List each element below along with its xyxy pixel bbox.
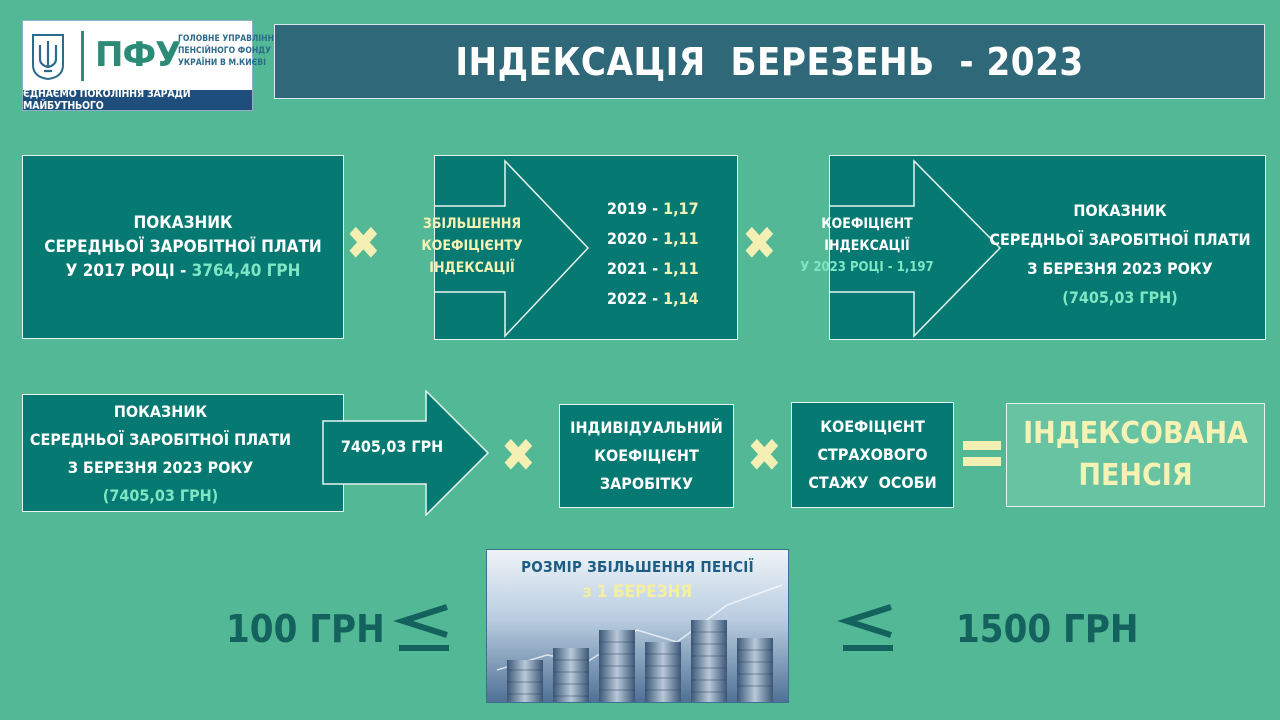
logo-name-line: ГОЛОВНЕ УПРАВЛІННЯ [178,34,280,44]
banner-subtitle: з 1 БЕРЕЗНЯ [582,582,693,602]
logo-name-line: УКРАЇНИ В М.КИЄВІ [178,58,266,68]
salary-amount: 3764,40 ГРН [191,261,301,281]
list-item: 2020 - 1,11 [607,224,699,254]
coeff-value: 1,11 [663,229,699,248]
box-line: СЕРЕДНЬОЇ ЗАРОБІТНОЇ ПЛАТИ [989,230,1251,249]
box-line: ЗАРОБІТКУ [599,474,694,493]
box-line: СТРАХОВОГО [817,445,928,464]
multiply-icon: ✖ [346,216,381,270]
box-line: КОЕФІЦІЄНТ [594,446,699,465]
avg-salary-2023-box: КОЕФІЦІЄНТ ІНДЕКСАЦІЇ У 2023 РОЦІ - 1,19… [800,155,1266,340]
max-increase-amount: 1500 ГРН [956,607,1139,651]
coefficient-increase-box: ЗБІЛЬШЕННЯ КОЕФІЦІЄНТУ ІНДЕКСАЦІЇ 2019 -… [421,155,738,340]
page-title: ІНДЕКСАЦІЯ БЕРЕЗЕНЬ - 2023 [274,24,1265,99]
box-line: КОЕФІЦІЄНТ [820,417,925,436]
salary-amount: (7405,03 ГРН) [102,486,219,505]
salary-value-arrow: 7405,03 ГРН [322,390,490,516]
arrow-line: КОЕФІЦІЄНТ [821,216,913,232]
arrow-right-icon [435,159,590,338]
arrow-label: ЗБІЛЬШЕННЯ КОЕФІЦІЄНТУ ІНДЕКСАЦІЇ [397,213,547,279]
arrow-line: ЗБІЛЬШЕННЯ [422,216,522,232]
multiply-icon: ✖ [501,428,536,482]
logo-slogan: ЄДНАЄМО ПОКОЛІННЯ ЗАРАДИ МАЙБУТНЬОГО [23,88,252,112]
box-line: СТАЖУ ОСОБИ [808,473,937,492]
coeff-year: 2019 - [607,199,664,218]
box-line: СЕРЕДНЬОЇ ЗАРОБІТНОЇ ПЛАТИ [44,237,322,257]
box-line: У 2017 РОЦІ - 3764,40 ГРН [66,259,301,283]
coeff-value: 1,11 [663,259,699,278]
result-salary-text: ПОКАЗНИК СЕРЕДНЬОЇ ЗАРОБІТНОЇ ПЛАТИ З БЕ… [985,196,1255,312]
result-line: ПЕНСІЯ [1078,458,1193,493]
logo-name-line: ПЕНСІЙНОГО ФОНДУ [178,46,272,56]
arrow-label: 7405,03 ГРН [340,437,444,456]
list-item: 2019 - 1,17 [607,194,699,224]
box-line: ПОКАЗНИК [133,213,233,233]
coeff-year: 2020 - [607,229,664,248]
individual-earnings-coefficient-box: ІНДИВІДУАЛЬНИЙ КОЕФІЦІЄНТ ЗАРОБІТКУ [559,404,734,508]
logo-separator [81,31,84,81]
arrow-right-icon [322,390,490,516]
coeff-year: 2022 - [607,289,664,308]
box-text: ПОКАЗНИК СЕРЕДНЬОЇ ЗАРОБІТНОЇ ПЛАТИ З БЕ… [23,398,298,510]
salary-amount: (7405,03 ГРН) [1062,288,1178,307]
box-line: ПОКАЗНИК [1073,201,1167,220]
coin-stacks-image [487,550,788,702]
min-increase-amount: 100 ГРН [226,607,385,651]
box-line: ІНДИВІДУАЛЬНИЙ [570,418,723,437]
list-item: 2021 - 1,11 [607,254,699,284]
multiply-icon: ✖ [747,428,782,482]
insurance-experience-coefficient-box: КОЕФІЦІЄНТ СТРАХОВОГО СТАЖУ ОСОБИ [791,402,954,508]
list-item: 2022 - 1,14 [607,284,699,314]
box-line: СЕРЕДНЬОЇ ЗАРОБІТНОЇ ПЛАТИ [29,430,292,449]
logo-abbreviation: ПФУ [95,35,181,75]
avg-salary-2017-box: ПОКАЗНИК СЕРЕДНЬОЇ ЗАРОБІТНОЇ ПЛАТИ У 20… [22,155,344,339]
multiply-icon: ✖ [742,216,777,270]
coeff-year: 2021 - [607,259,664,278]
arrow-line: У 2023 РОЦІ - 1,197 [800,260,934,275]
less-or-equal-icon [393,604,449,651]
box-line: З БЕРЕЗНЯ 2023 РОКУ [67,458,254,477]
coefficient-list: 2019 - 1,17 2020 - 1,11 2021 - 1,11 2022… [607,194,699,314]
pfu-logo: ПФУ ГОЛОВНЕ УПРАВЛІННЯ ПЕНСІЙНОГО ФОНДУ … [22,20,280,112]
logo-organization-name: ГОЛОВНЕ УПРАВЛІННЯ ПЕНСІЙНОГО ФОНДУ УКРА… [178,33,280,69]
arrow-right-icon [830,159,1002,338]
box-line: ПОКАЗНИК [113,402,208,421]
year-label: У 2017 РОЦІ - [65,261,192,281]
banner-title: РОЗМІР ЗБІЛЬШЕННЯ ПЕНСІЇ [521,558,754,576]
box-line: З БЕРЕЗНЯ 2023 РОКУ [1027,259,1213,278]
logo-header: ПФУ ГОЛОВНЕ УПРАВЛІННЯ ПЕНСІЙНОГО ФОНДУ … [23,21,280,91]
coeff-value: 1,14 [663,289,699,308]
arrow-line: ІНДЕКСАЦІЇ [429,260,515,276]
arrow-line: ІНДЕКСАЦІЇ [824,238,910,254]
trident-emblem-icon [32,34,64,81]
pension-increase-banner: РОЗМІР ЗБІЛЬШЕННЯ ПЕНСІЇ з 1 БЕРЕЗНЯ [486,549,789,703]
coeff-value: 1,17 [663,199,699,218]
indexed-pension-box: ІНДЕКСОВАНА ПЕНСІЯ [1006,403,1265,507]
arrow-label: КОЕФІЦІЄНТ ІНДЕКСАЦІЇ У 2023 РОЦІ - 1,19… [792,213,942,279]
equals-icon [963,441,1003,467]
avg-salary-2023-box-2: ПОКАЗНИК СЕРЕДНЬОЇ ЗАРОБІТНОЇ ПЛАТИ З БЕ… [22,394,344,512]
less-or-equal-icon [837,604,893,651]
result-line: ІНДЕКСОВАНА [1023,416,1248,451]
arrow-line: КОЕФІЦІЄНТУ [421,238,523,254]
